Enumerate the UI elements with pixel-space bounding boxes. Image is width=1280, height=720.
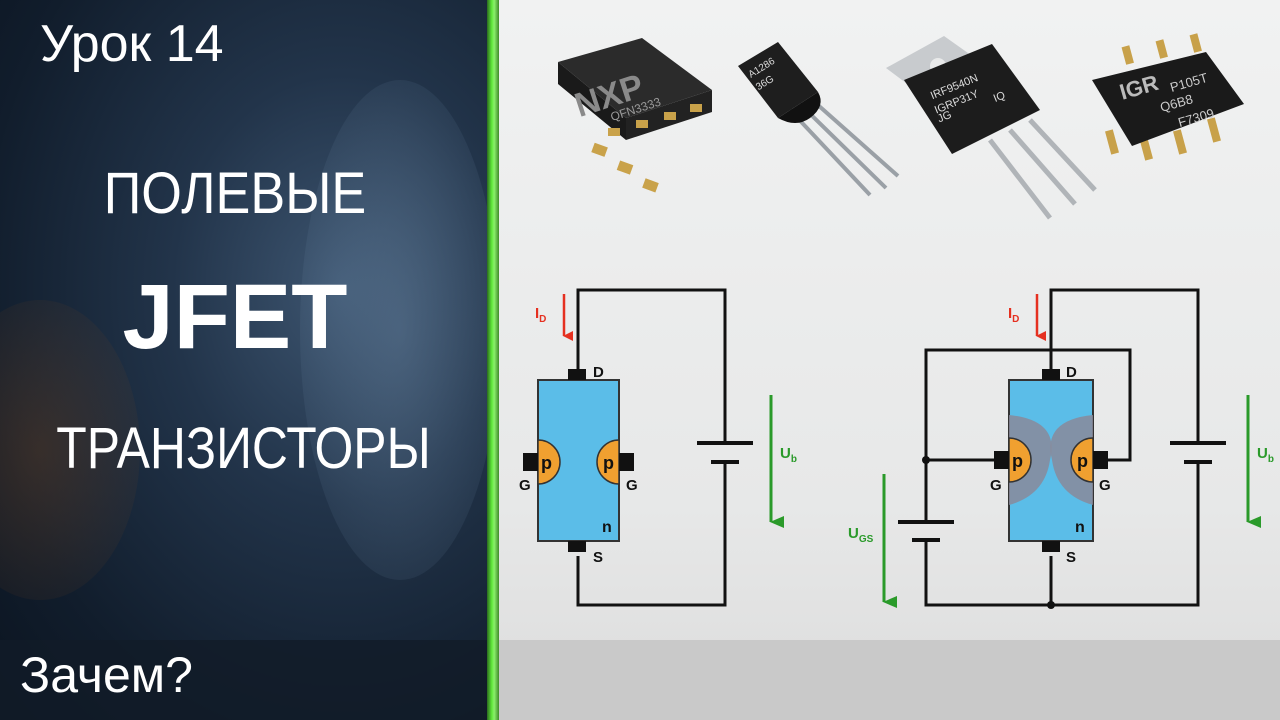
jfet-circuit-biased: p p n D S G G ID Ub UGS xyxy=(848,288,1274,609)
right-bottom-bar xyxy=(499,640,1280,720)
current-sub-2: D xyxy=(1012,314,1019,325)
to220-transistor: IRF9540N IGRP31Y JG IQ xyxy=(886,36,1097,220)
voltage-label-2: U xyxy=(1257,445,1268,462)
bottom-bar xyxy=(0,640,487,720)
drain-label-1: D xyxy=(593,364,604,381)
svg-text:UGS: UGS xyxy=(848,525,874,545)
n-label-2: n xyxy=(1075,519,1085,536)
svg-text:Ub: Ub xyxy=(1257,445,1274,465)
current-label-2: I xyxy=(1008,305,1012,322)
gs-voltage-sub: GS xyxy=(859,534,874,545)
current-label-1: I xyxy=(535,305,539,322)
to220-marking-4: IQ xyxy=(992,89,1008,105)
current-sub-1: D xyxy=(539,314,546,325)
title-line-3: ТРАНЗИСТОРЫ xyxy=(56,416,431,481)
title-line-1: ПОЛЕВЫЕ xyxy=(103,161,367,226)
p-label-2-left: p xyxy=(1012,451,1023,471)
p-region-1-right xyxy=(596,439,620,485)
drain-label-2: D xyxy=(1066,364,1077,381)
gate-label-2-right: G xyxy=(1099,477,1111,494)
lesson-number: Урок 14 xyxy=(40,15,224,73)
to92-transistor: A1286 36G xyxy=(738,42,900,197)
voltage-label-1: U xyxy=(780,445,791,462)
source-label-2: S xyxy=(1066,549,1076,566)
qfn-chip: NXP QFN3333 xyxy=(558,38,712,193)
question-caption: Зачем? xyxy=(20,647,193,703)
source-label-1: S xyxy=(593,549,603,566)
title-line-2: JFET xyxy=(122,266,348,368)
gate-label-2-left: G xyxy=(990,477,1002,494)
left-panel xyxy=(0,0,487,720)
p-label-2-right: p xyxy=(1077,451,1088,471)
voltage-sub-2: b xyxy=(1268,454,1274,465)
gate-label-1-right: G xyxy=(626,477,638,494)
p-region-2-left xyxy=(1008,437,1032,483)
jfet-circuit-basic: p p n D S G G ID Ub xyxy=(519,288,797,607)
p-label-1-left: p xyxy=(541,453,552,473)
svg-text:Ub: Ub xyxy=(780,445,797,465)
p-region-2-right xyxy=(1070,437,1094,483)
p-label-1-right: p xyxy=(603,453,614,473)
svg-text:ID: ID xyxy=(535,305,546,325)
gs-voltage-label: U xyxy=(848,525,859,542)
gate-label-1-left: G xyxy=(519,477,531,494)
voltage-sub-1: b xyxy=(791,454,797,465)
p-region-1-left xyxy=(537,439,561,485)
n-label-1: n xyxy=(602,519,612,536)
soic-chip: IGR P105T Q6B8 F7309 xyxy=(1092,33,1244,161)
to220-marking-3: JG xyxy=(936,109,954,125)
svg-text:ID: ID xyxy=(1008,305,1019,325)
background-glow xyxy=(300,80,487,580)
green-divider xyxy=(487,0,499,720)
